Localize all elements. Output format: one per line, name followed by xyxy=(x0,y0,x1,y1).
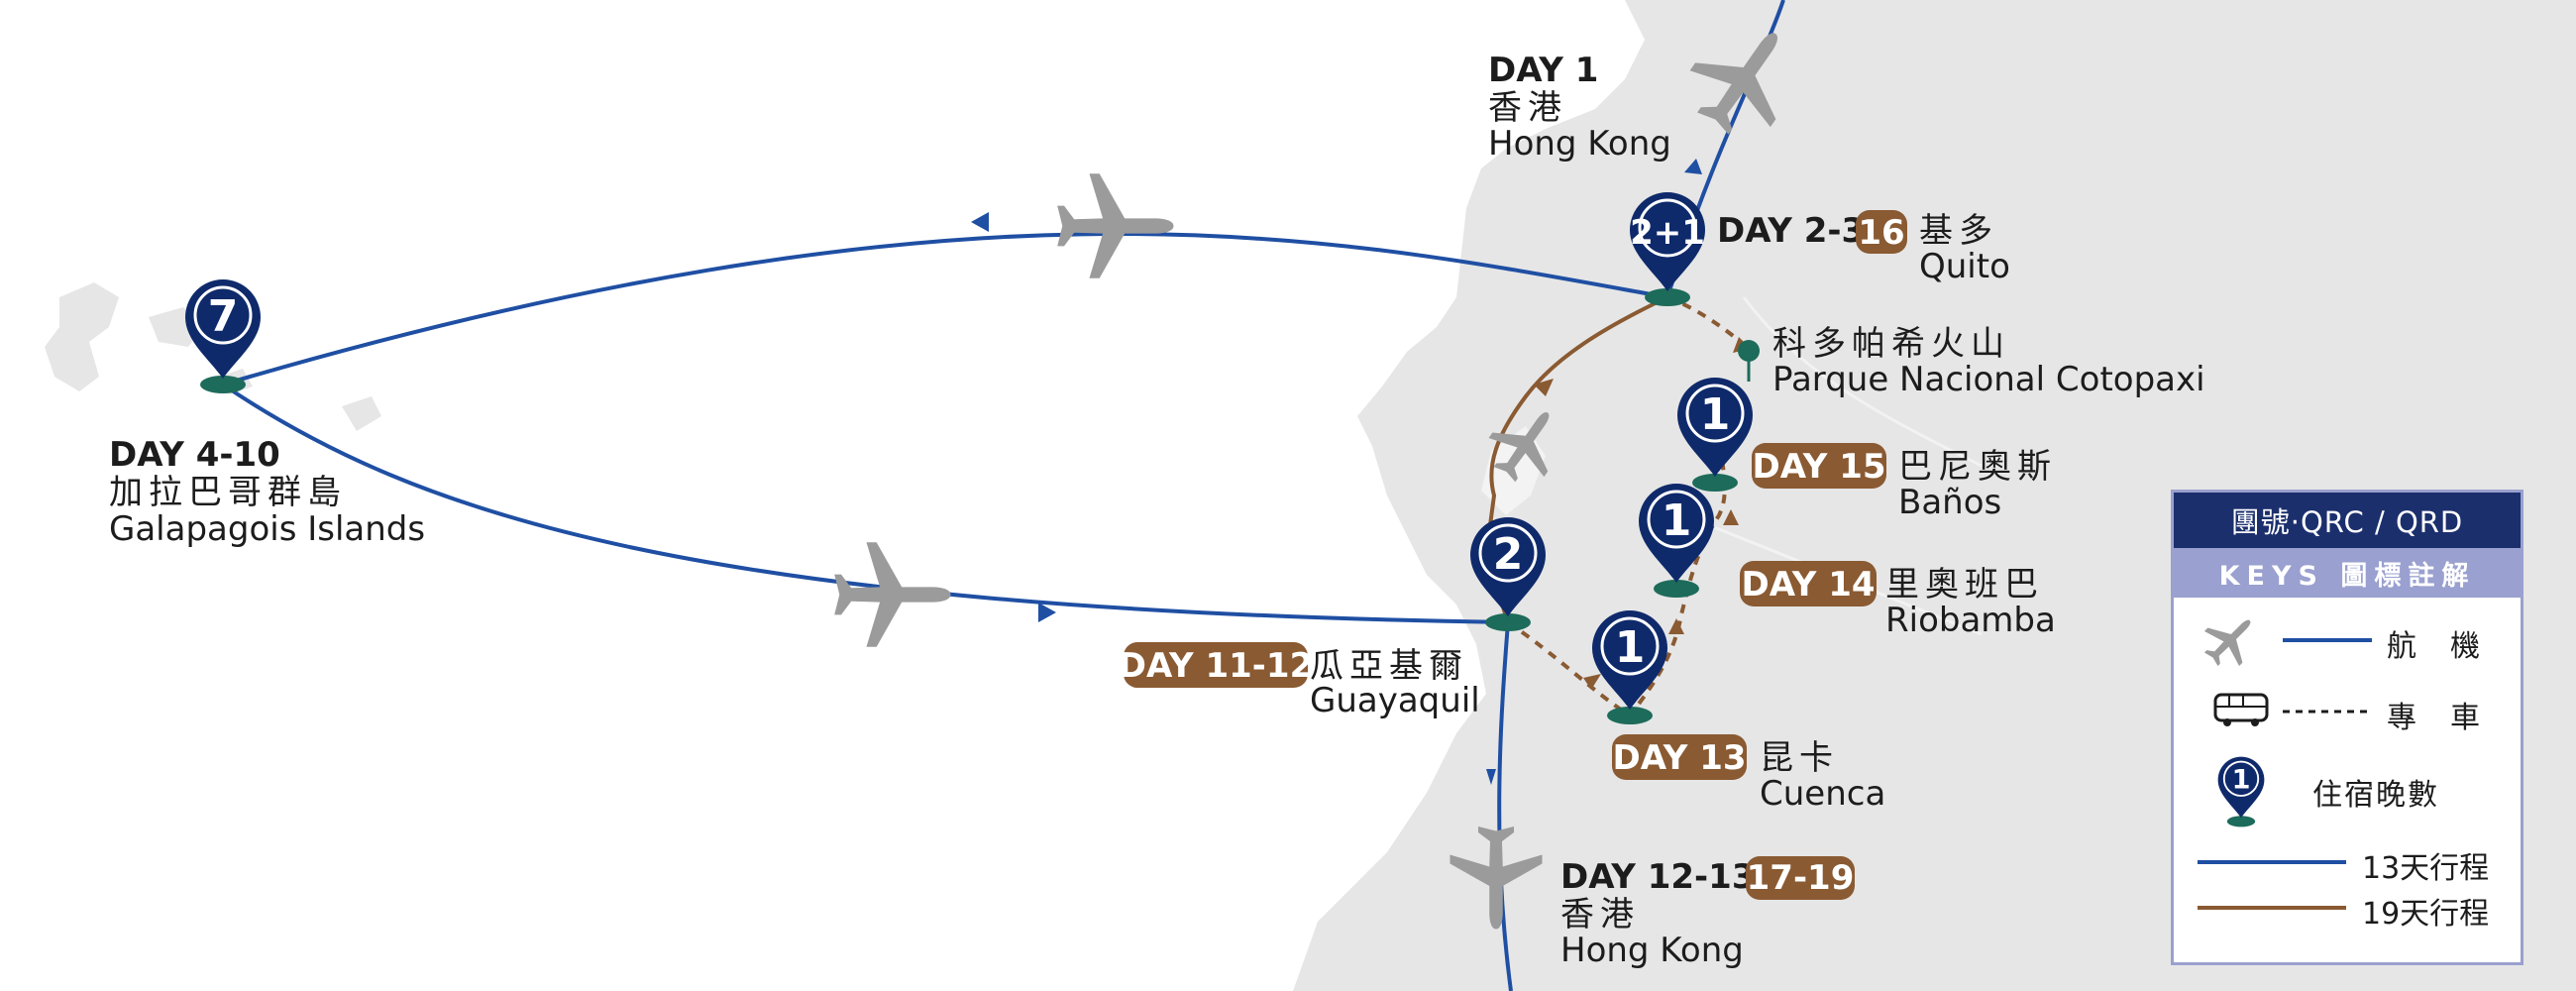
label-riobamba: DAY 14 里奧班巴 Riobamba xyxy=(1740,561,2056,640)
day1-day: DAY 1 xyxy=(1488,51,1598,90)
legend-subtitle: KEYS 圖標註解 xyxy=(2174,548,2521,598)
return-zh: 香港 xyxy=(1560,895,1640,935)
flight-galapagos-guayaquil xyxy=(221,383,1509,624)
guayaquil-zh: 瓜亞基爾 xyxy=(1310,646,1468,686)
banos-zh: 巴尼奧斯 xyxy=(1898,447,2057,487)
flight-line-sample xyxy=(2283,638,2372,642)
return-badge: 17-19 xyxy=(1747,858,1855,898)
legend-flight-label: 航 機 xyxy=(2387,629,2482,664)
day1-zh: 香港 xyxy=(1488,88,1567,128)
airplane-icon xyxy=(2196,606,2265,675)
pin-quito-nights: 2+1 xyxy=(1630,213,1705,253)
label-guayaquil: DAY 11-12 瓜亞基爾 Guayaquil xyxy=(1119,642,1480,720)
return-day: DAY 12-13, xyxy=(1560,857,1768,897)
legend-row-flight: 航 機 xyxy=(2174,606,2521,675)
legend-route19-label: 19天行程 xyxy=(2362,897,2490,932)
flight-arrows xyxy=(971,159,1702,785)
quito-badge: 16 xyxy=(1858,213,1904,253)
label-cotopaxi: 科多帕希火山 Parque Nacional Cotopaxi xyxy=(1772,324,2205,399)
label-quito: DAY 2-3, 16 基多 Quito xyxy=(1717,210,2010,286)
quito-en: Quito xyxy=(1919,247,2010,286)
legend-row-19day: 19天行程 xyxy=(2174,887,2521,946)
label-galapagos: DAY 4-10 加拉巴哥群島 Galapagois Islands xyxy=(109,435,425,549)
volcano-marker-icon xyxy=(1738,340,1760,382)
pin-icon: 1 xyxy=(2216,755,2266,827)
legend-pin-number: 1 xyxy=(2232,765,2251,796)
cotopaxi-zh: 科多帕希火山 xyxy=(1772,324,2010,364)
pin-banos: 1 xyxy=(1675,376,1755,494)
guayaquil-en: Guayaquil xyxy=(1310,681,1480,720)
riobamba-en: Riobamba xyxy=(1885,601,2056,640)
label-cuenca: DAY 13 昆卡 Cuenca xyxy=(1612,734,1885,814)
route19-line-sample xyxy=(2198,906,2346,910)
airplane-icon xyxy=(834,542,951,647)
label-day1: DAY 1 香港 Hong Kong xyxy=(1488,51,1671,164)
riobamba-zh: 里奧班巴 xyxy=(1885,565,2044,605)
pin-guayaquil: 2 xyxy=(1468,515,1548,633)
legend-row-13day: 13天行程 xyxy=(2174,841,2521,901)
guayaquil-badge: DAY 11-12 xyxy=(1119,646,1313,686)
pin-riobamba: 1 xyxy=(1637,482,1716,600)
galapagos-day: DAY 4-10 xyxy=(109,435,280,475)
legend-row-bus: 專 車 xyxy=(2174,681,2521,740)
legend-nights-label: 住宿晚數 xyxy=(2312,778,2439,813)
bus-icon xyxy=(2213,693,2269,726)
legend-title: 團號·QRC / QRD xyxy=(2174,493,2521,548)
legend-bus-label: 專 車 xyxy=(2387,701,2482,735)
legend-row-nights: 1 住宿晚數 xyxy=(2174,748,2521,827)
pin-cuenca-nights: 1 xyxy=(1615,622,1646,673)
cotopaxi-en: Parque Nacional Cotopaxi xyxy=(1772,360,2205,399)
galapagos-zh: 加拉巴哥群島 xyxy=(109,473,347,512)
road-19day xyxy=(1483,295,1668,623)
label-return: DAY 12-13, 17-19 香港 Hong Kong xyxy=(1560,856,1855,970)
pin-galapagos-nights: 7 xyxy=(208,291,239,342)
quito-zh: 基多 xyxy=(1919,211,1998,251)
banos-en: Baños xyxy=(1898,483,2001,522)
pin-quito: 2+1 xyxy=(1628,190,1707,308)
bus-line-sample xyxy=(2283,710,2372,714)
pin-riobamba-nights: 1 xyxy=(1662,496,1692,546)
legend-panel: 團號·QRC / QRD KEYS 圖標註解 航 機 專 車 1 住宿晚數 13… xyxy=(2171,490,2523,965)
flight-guayaquil-hongkong xyxy=(1497,621,1513,991)
cuenca-badge: DAY 13 xyxy=(1612,738,1746,778)
legend-route13-label: 13天行程 xyxy=(2362,851,2490,886)
pin-guayaquil-nights: 2 xyxy=(1493,529,1524,580)
route13-line-sample xyxy=(2198,860,2346,864)
label-banos: DAY 15 巴尼奧斯 Baños xyxy=(1752,443,2057,522)
pin-cuenca: 1 xyxy=(1590,608,1669,726)
airplane-icon xyxy=(1057,173,1174,278)
quito-day: DAY 2-3, xyxy=(1717,211,1878,251)
cuenca-zh: 昆卡 xyxy=(1760,738,1839,778)
return-en: Hong Kong xyxy=(1560,931,1744,970)
cuenca-en: Cuenca xyxy=(1760,774,1885,814)
pin-galapagos: 7 xyxy=(183,277,263,395)
galapagos-en: Galapagois Islands xyxy=(109,509,425,549)
banos-badge: DAY 15 xyxy=(1752,447,1885,487)
riobamba-badge: DAY 14 xyxy=(1741,565,1875,605)
pin-banos-nights: 1 xyxy=(1700,389,1731,440)
day1-en: Hong Kong xyxy=(1488,124,1671,164)
